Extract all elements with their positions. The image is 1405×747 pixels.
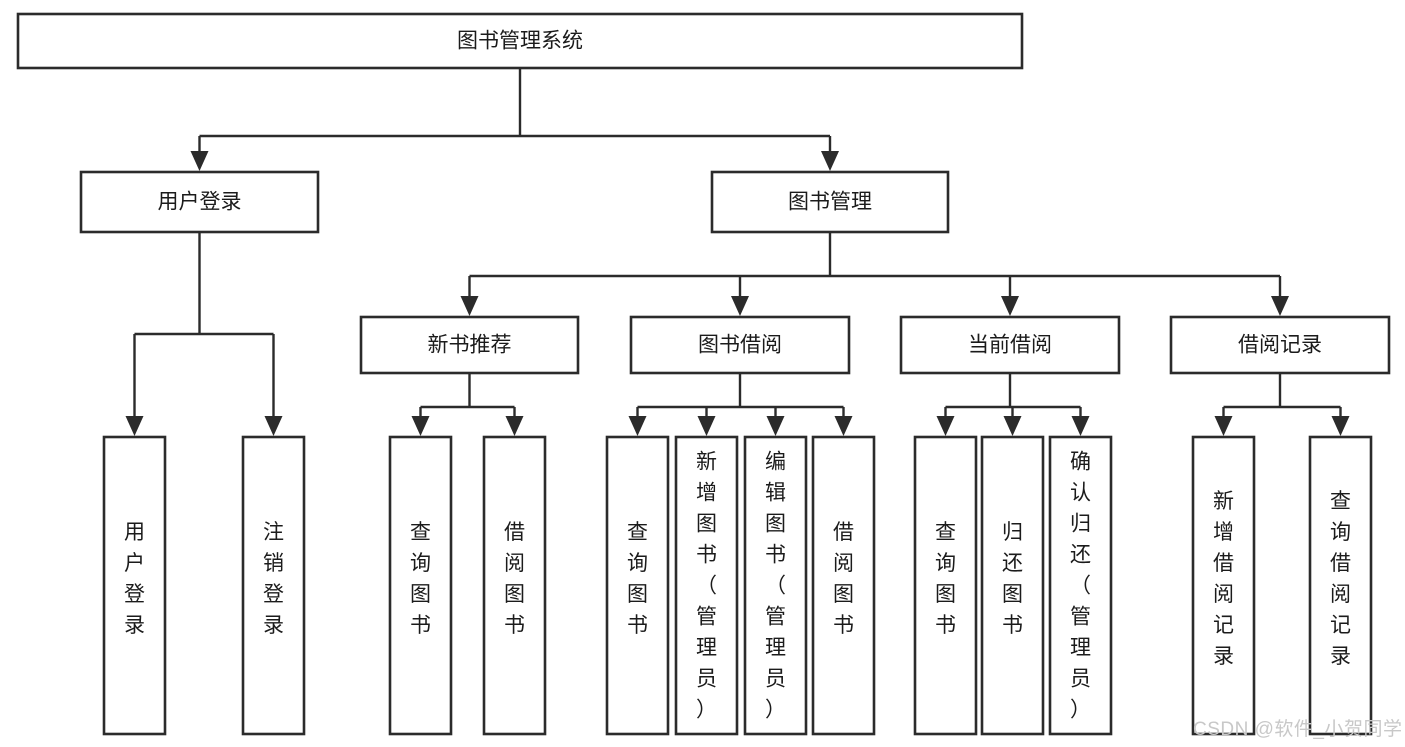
watermark-text: CSDN @软件_小贺同学	[1193, 719, 1403, 740]
node-leaf-b-add[interactable]: 新增图书（管理员）	[674, 435, 739, 736]
node-label: 查询图书	[627, 521, 648, 637]
node-box[interactable]	[1169, 315, 1391, 375]
node-leaf-b-edit[interactable]: 编辑图书（管理员）	[743, 435, 808, 736]
connector-root-to-level2	[190, 68, 839, 171]
node-label: 图书管理系统	[457, 30, 583, 53]
arrow-head-icon	[834, 416, 853, 436]
node-leaf-c-return[interactable]: 归还图书	[980, 435, 1045, 736]
node-box[interactable]	[710, 170, 950, 234]
node-box[interactable]	[899, 315, 1121, 375]
node-l3-new-book[interactable]: 新书推荐	[359, 315, 580, 375]
connector-current-to-leaves	[936, 373, 1090, 436]
connector-new-book-to-leaves	[411, 373, 524, 436]
node-box[interactable]	[359, 315, 580, 375]
node-box[interactable]	[1308, 435, 1373, 736]
node-layer: 图书管理系统用户登录图书管理新书推荐图书借阅当前借阅借阅记录用户登录注销登录查询…	[16, 12, 1391, 736]
node-leaf-c-confirm[interactable]: 确认归还（管理员）	[1048, 435, 1113, 736]
node-label: 图书管理	[788, 191, 872, 214]
node-label: 新增借阅记录	[1213, 490, 1234, 668]
node-label: 借阅图书	[504, 521, 525, 637]
arrow-head-icon	[936, 416, 955, 436]
node-label: 归还图书	[1002, 521, 1023, 637]
node-l2-user-login[interactable]: 用户登录	[79, 170, 320, 234]
arrow-head-icon	[125, 416, 144, 436]
node-leaf-b-borrow[interactable]: 借阅图书	[811, 435, 876, 736]
node-leaf-r-add[interactable]: 新增借阅记录	[1191, 435, 1256, 736]
node-box[interactable]	[1191, 435, 1256, 736]
node-leaf-new-query[interactable]: 查询图书	[388, 435, 453, 736]
node-label: 当前借阅	[968, 334, 1052, 357]
connector-record-to-leaves	[1214, 373, 1350, 436]
node-label: 编辑图书（管理员）	[765, 451, 786, 722]
node-label: 查询借阅记录	[1330, 490, 1351, 668]
node-box[interactable]	[674, 435, 739, 736]
node-root[interactable]: 图书管理系统	[16, 12, 1024, 70]
arrow-head-icon	[628, 416, 647, 436]
arrow-head-icon	[1214, 416, 1233, 436]
arrow-head-icon	[1001, 296, 1019, 316]
node-l3-record[interactable]: 借阅记录	[1169, 315, 1391, 375]
arrow-head-icon	[1071, 416, 1090, 436]
connector-book-manage-to-level3	[460, 232, 1289, 316]
node-leaf-b-query[interactable]: 查询图书	[605, 435, 670, 736]
node-box[interactable]	[482, 435, 547, 736]
arrow-head-icon	[697, 416, 716, 436]
node-box[interactable]	[811, 435, 876, 736]
arrow-head-icon	[190, 151, 209, 171]
node-leaf-r-query[interactable]: 查询借阅记录	[1308, 435, 1373, 736]
node-label: 用户登录	[124, 521, 145, 637]
node-label: 确认归还（管理员）	[1070, 451, 1091, 722]
node-box[interactable]	[1048, 435, 1113, 736]
arrow-head-icon	[460, 296, 479, 316]
node-l3-borrow[interactable]: 图书借阅	[629, 315, 851, 375]
arrow-head-icon	[731, 296, 749, 316]
connector-layer	[125, 68, 1350, 436]
node-label: 查询图书	[410, 521, 431, 637]
node-label: 用户登录	[158, 191, 242, 214]
node-label: 新书推荐	[428, 334, 512, 357]
node-leaf-new-borrow[interactable]: 借阅图书	[482, 435, 547, 736]
arrow-head-icon	[1003, 416, 1022, 436]
connector-borrow-to-leaves	[628, 373, 853, 436]
arrow-head-icon	[505, 416, 524, 436]
node-leaf-c-query[interactable]: 查询图书	[913, 435, 978, 736]
arrow-head-icon	[411, 416, 430, 436]
node-label: 新增图书（管理员）	[696, 451, 717, 722]
connector-user-login-to-leaves	[125, 232, 283, 436]
node-l2-book-manage[interactable]: 图书管理	[710, 170, 950, 234]
node-box[interactable]	[980, 435, 1045, 736]
arrow-head-icon	[821, 151, 839, 171]
arrow-head-icon	[1331, 416, 1350, 436]
node-box[interactable]	[629, 315, 851, 375]
node-box[interactable]	[241, 435, 306, 736]
node-label: 借阅图书	[833, 521, 854, 637]
arrow-head-icon	[766, 416, 785, 436]
node-label: 注销登录	[263, 521, 284, 637]
node-label: 图书借阅	[698, 334, 782, 357]
node-box[interactable]	[605, 435, 670, 736]
node-box[interactable]	[743, 435, 808, 736]
node-box[interactable]	[79, 170, 320, 234]
node-leaf-user-login[interactable]: 用户登录	[102, 435, 167, 736]
node-label: 查询图书	[935, 521, 956, 637]
node-box[interactable]	[102, 435, 167, 736]
node-box[interactable]	[388, 435, 453, 736]
arrow-head-icon	[264, 416, 283, 436]
arrow-head-icon	[1271, 296, 1289, 316]
node-box[interactable]	[16, 12, 1024, 70]
node-box[interactable]	[913, 435, 978, 736]
node-l3-current[interactable]: 当前借阅	[899, 315, 1121, 375]
node-label: 借阅记录	[1238, 334, 1322, 357]
node-leaf-user-logout[interactable]: 注销登录	[241, 435, 306, 736]
